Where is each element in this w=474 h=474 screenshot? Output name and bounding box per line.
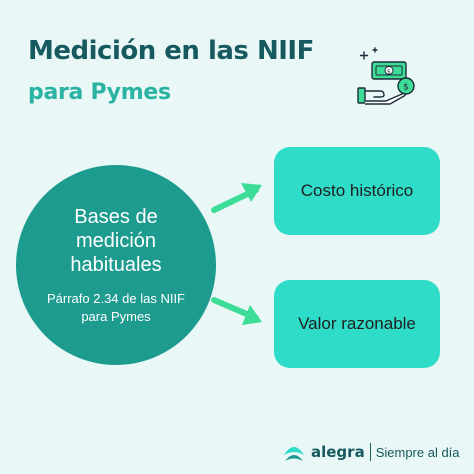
arrow-right-icon xyxy=(211,297,262,325)
svg-text:$: $ xyxy=(403,83,409,93)
brand-name: alegra xyxy=(311,443,365,461)
money-in-hand-icon: $ $ xyxy=(357,47,415,105)
box-label: Valor razonable xyxy=(298,314,416,333)
arrow-right-icon xyxy=(211,183,262,213)
footer-divider xyxy=(369,443,371,461)
alegra-leaf-logo-icon xyxy=(284,447,304,461)
cost-box: Costo histórico xyxy=(274,147,440,235)
circle-title: Bases de medición habituales xyxy=(70,206,162,276)
page-title: Medición en las NIIF xyxy=(28,36,314,66)
footer-brand: alegra Siempre al día xyxy=(282,440,460,464)
page-subtitle: para Pymes xyxy=(28,80,171,105)
fair-value-box: Valor razonable xyxy=(274,280,440,368)
svg-text:$: $ xyxy=(387,68,391,76)
measurement-bases-circle: Bases de medición habituales Párrafo 2.3… xyxy=(16,165,216,365)
circle-subtitle: Párrafo 2.34 de las NIIF para Pymes xyxy=(46,291,185,324)
box-label: Costo histórico xyxy=(300,181,414,200)
brand-slogan: Siempre al día xyxy=(375,444,460,460)
